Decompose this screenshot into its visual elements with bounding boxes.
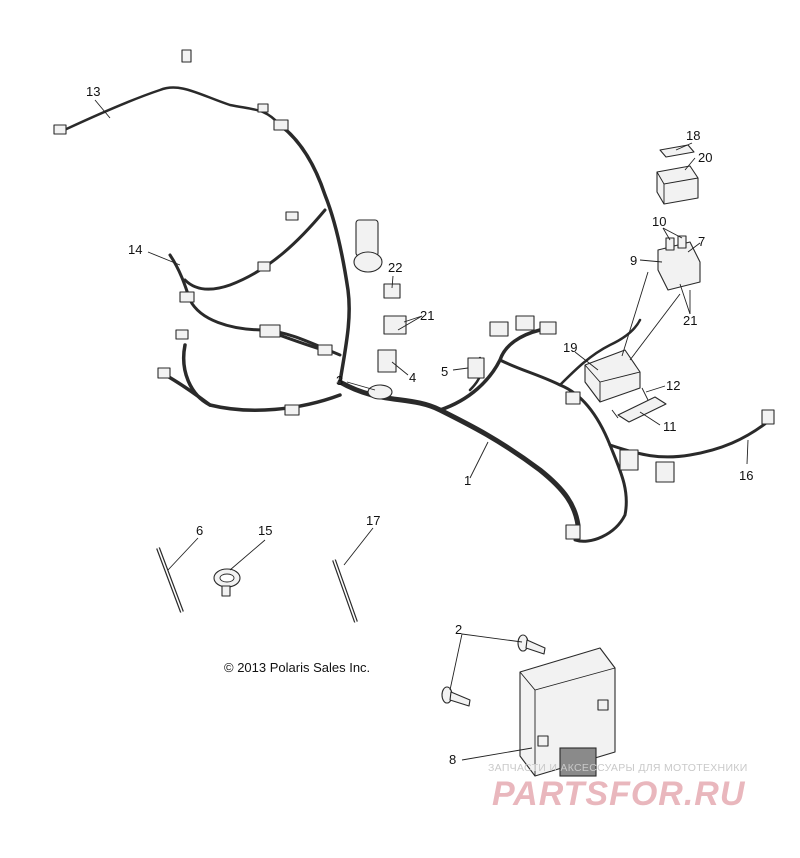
leader-lines [94,99,749,761]
connector-bottom [565,524,581,540]
callout-1: 1 [464,473,471,488]
watermark-brand: PARTSFOR.RU [492,775,746,813]
ecu-module-8 [519,647,616,777]
connector-upper [273,119,289,131]
watermark: ЗАПЧАСТИ И АКСЕССУАРЫ ДЛЯ МОТОТЕХНИКИ PA… [488,762,748,813]
clip-15 [213,568,241,597]
callout-9: 9 [630,253,637,268]
connector-center [317,344,333,356]
callout-10: 10 [652,214,666,229]
watermark-tagline: ЗАПЧАСТИ И АКСЕССУАРЫ ДЛЯ МОТОТЕХНИКИ [488,762,748,774]
push-rivet-2-bottom [441,686,471,707]
fuse-label-18 [659,144,695,158]
connector-13-end [53,124,67,135]
callout-16: 16 [739,468,753,483]
connector-right-5 [619,449,639,471]
connector-right-2 [515,315,535,331]
relay-21-left [383,315,407,335]
connector-14-lower [179,291,195,303]
callout-21-left: 21 [420,308,434,323]
callout-8: 8 [449,752,456,767]
cable-tie-6 [156,547,184,613]
callout-17: 17 [366,513,380,528]
cable-tie-17 [332,559,358,623]
callout-20: 20 [698,150,712,165]
connector-left-mid [285,211,299,221]
grommet-upper [353,251,383,273]
fuse-cover-20 [656,144,699,205]
connector-16 [761,409,775,425]
bracket-plate-11 [611,387,667,423]
relay-10-a [665,237,675,251]
callout-12: 12 [666,378,680,393]
connector-large-upper [355,219,379,257]
callout-18: 18 [686,128,700,143]
callout-14: 14 [128,242,142,257]
connector-5 [467,357,485,379]
callout-4: 4 [409,370,416,385]
callout-15: 15 [258,523,272,538]
ecu-connector [559,747,597,777]
screw-12 [641,387,649,401]
harness-connectors [53,49,775,540]
wiring-harness [58,86,772,543]
callout-21-right: 21 [683,313,697,328]
clamp-3 [367,384,393,400]
connector-branch [257,261,271,272]
callout-3: 3 [336,373,343,388]
callout-13: 13 [86,84,100,99]
connector-right-4 [565,391,581,405]
connector-left-lower [175,329,189,340]
connector-right-3 [539,321,557,335]
relay-bracket-7 [657,235,701,291]
connector-far-left [157,367,171,379]
callout-11: 11 [663,419,677,434]
callout-2: 2 [455,622,462,637]
connector-4 [377,349,397,373]
connector-13-mid [257,103,269,113]
connector-13-top [181,49,192,63]
connector-right-1 [489,321,509,337]
ecu-tab [597,699,609,711]
push-rivet-2-top [517,634,546,655]
fuse-box-19 [584,349,641,403]
connector-bottom-left [284,404,300,416]
callout-6: 6 [196,523,203,538]
callout-5: 5 [441,364,448,379]
callout-7: 7 [698,234,705,249]
callout-19: 19 [563,340,577,355]
connector-mid-left [259,324,281,338]
callouts: 13 14 3 4 5 22 21 18 20 10 7 9 21 19 12 … [86,84,753,767]
ecu-tab-2 [537,735,549,747]
callout-22: 22 [388,260,402,275]
connector-right-6 [655,461,675,483]
copyright-text: © 2013 Polaris Sales Inc. [224,660,370,675]
relay-10-b [677,235,687,249]
